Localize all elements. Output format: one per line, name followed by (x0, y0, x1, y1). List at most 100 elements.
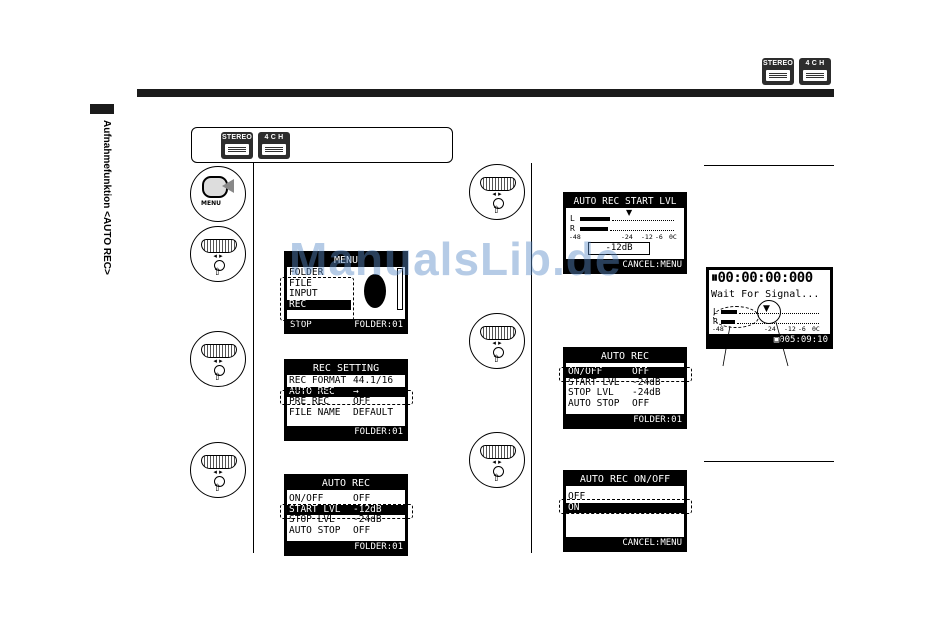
lcd-title: REC SETTING (287, 362, 405, 375)
setting-label: PRE REC (289, 396, 330, 407)
setting-row: STOP LVL -24dB (287, 514, 405, 526)
meter-l-label: L (570, 214, 575, 223)
4ch-mode-icon: 4 C H (799, 58, 831, 85)
scale-tick: -24 (764, 325, 776, 333)
setting-row: AUTO REC → (287, 385, 405, 397)
setting-row: STOP LVL -24dB (566, 387, 684, 399)
4ch-badge-label: 4 C H (264, 134, 284, 141)
setting-label: ON/OFF (289, 493, 324, 504)
mode-availability-box (191, 127, 453, 163)
watermark: ManualsLib.de (289, 233, 622, 285)
lcd-footer: ▣005:09:10 (709, 334, 830, 346)
setting-value: 44.1/16 (353, 375, 394, 386)
setting-value: -24dB (353, 514, 382, 525)
setting-label: STOP LVL (568, 387, 614, 398)
setting-label: ON/OFF (568, 366, 603, 377)
menu-item-folder: FOLDER (289, 267, 324, 278)
meter-r-track (737, 322, 819, 324)
meter-r-bar (580, 227, 608, 231)
section-rule (704, 165, 834, 166)
meter-scale: -48 -24 -12 -6 0C (569, 234, 681, 241)
setting-label: AUTO STOP (568, 397, 620, 409)
selection-highlight (280, 277, 354, 321)
callout-lines (722, 322, 789, 367)
rec-counter: ⏸00:00:00:000 (711, 271, 813, 286)
wheel-press-icon: ◂ ▸⇧ (190, 331, 246, 387)
header-bar (137, 89, 834, 97)
level-value-box: -12dB (588, 242, 650, 255)
setting-label: AUTO REC (289, 385, 335, 397)
setting-row: ON/OFF OFF (566, 366, 684, 378)
lcd-start-level-screen: AUTO REC START LVL ▼ L R -48 -24 -12 -6 … (563, 192, 687, 274)
option-off: OFF (568, 491, 586, 502)
meter-l-track (612, 219, 674, 221)
scale-tick: -6 (655, 233, 663, 241)
lcd-title: AUTO REC (566, 350, 684, 363)
4ch-badge-label: 4 C H (805, 60, 825, 67)
stereo-badge-label: STEREO (222, 134, 252, 141)
4ch-mode-icon: 4 C H (258, 132, 290, 159)
selection-highlight (280, 390, 413, 405)
setting-row: REC FORMAT 44.1/16 (287, 375, 405, 387)
wheel-press-icon: ◂ ▸⇧ (469, 432, 525, 488)
meter-scale: -48 -24 -12 -6 0C (712, 326, 828, 333)
setting-label: REC FORMAT (289, 375, 347, 386)
wheel-press-icon: ◂ ▸⇧ (190, 442, 246, 498)
setting-row: START LVL-24dB (566, 376, 684, 389)
lcd-footer: STOP FOLDER:01 (287, 319, 405, 331)
lcd-title: AUTO REC (287, 477, 405, 490)
setting-value: OFF (353, 524, 371, 536)
setting-value: -24dB (632, 387, 661, 398)
lcd-footer: CANCEL:MENU (566, 537, 684, 549)
scale-tick: -6 (798, 325, 806, 333)
lcd-footer: FOLDER:01 (287, 541, 405, 553)
side-section-title: Aufnahmefunktion <AUTO REC> (101, 120, 112, 275)
stereo-mode-icon: STEREO (221, 132, 253, 159)
menu-button-icon: MENU (190, 166, 246, 222)
setting-value: OFF (353, 396, 371, 407)
side-tab-marker (90, 104, 114, 114)
lcd-auto-rec-screen: AUTO REC ON/OFF OFF START LVL -12dB STOP L… (284, 474, 408, 556)
lcd-footer-left: STOP (290, 320, 312, 330)
menu-item-file: FILE (289, 277, 312, 289)
setting-value: OFF (632, 366, 650, 377)
setting-value: OFF (632, 397, 650, 409)
remaining-time: 005:09:10 (779, 335, 828, 345)
column-divider (253, 163, 254, 553)
menu-label: MENU (201, 200, 221, 207)
setting-label: STOP LVL (289, 514, 335, 525)
setting-label: AUTO STOP (289, 524, 341, 536)
lcd-title: AUTO REC START LVL (566, 195, 684, 208)
selection-highlight (280, 504, 413, 519)
stereo-mode-icon: STEREO (762, 58, 794, 85)
remaining-time-icon: ▣ (773, 335, 780, 345)
status-text: Wait For Signal... (711, 289, 820, 300)
scale-tick: -48 (712, 325, 724, 333)
setting-row: AUTO STOP OFF (566, 397, 684, 410)
setting-label: START LVL (289, 503, 341, 515)
scale-tick: 0C (669, 233, 677, 241)
scale-tick: -24 (621, 233, 633, 241)
option-on: ON (566, 502, 684, 513)
scale-tick: -12 (784, 325, 796, 333)
lcd-footer: CANCEL:MENU (566, 259, 684, 271)
setting-label: START LVL (568, 376, 620, 388)
menu-item-input: INPUT (289, 288, 318, 299)
meter-l-bar (580, 217, 610, 221)
lcd-title: AUTO REC ON/OFF (566, 473, 684, 486)
wheel-press-icon: ◂ ▸⇧ (469, 313, 525, 369)
setting-value: -12dB (353, 503, 382, 515)
column-divider (531, 163, 532, 553)
level-marker-icon: ▼ (626, 208, 633, 217)
lcd-footer: FOLDER:01 (566, 414, 684, 426)
stereo-badge-label: STEREO (763, 60, 793, 67)
wheel-press-icon: ◂ ▸⇧ (190, 226, 246, 282)
setting-value: → (353, 385, 359, 397)
setting-label: FILE NAME (289, 406, 341, 418)
lcd-title: MENU (287, 254, 405, 267)
counter-value: 00:00:00:000 (717, 270, 814, 286)
meter-r-track (610, 229, 674, 231)
